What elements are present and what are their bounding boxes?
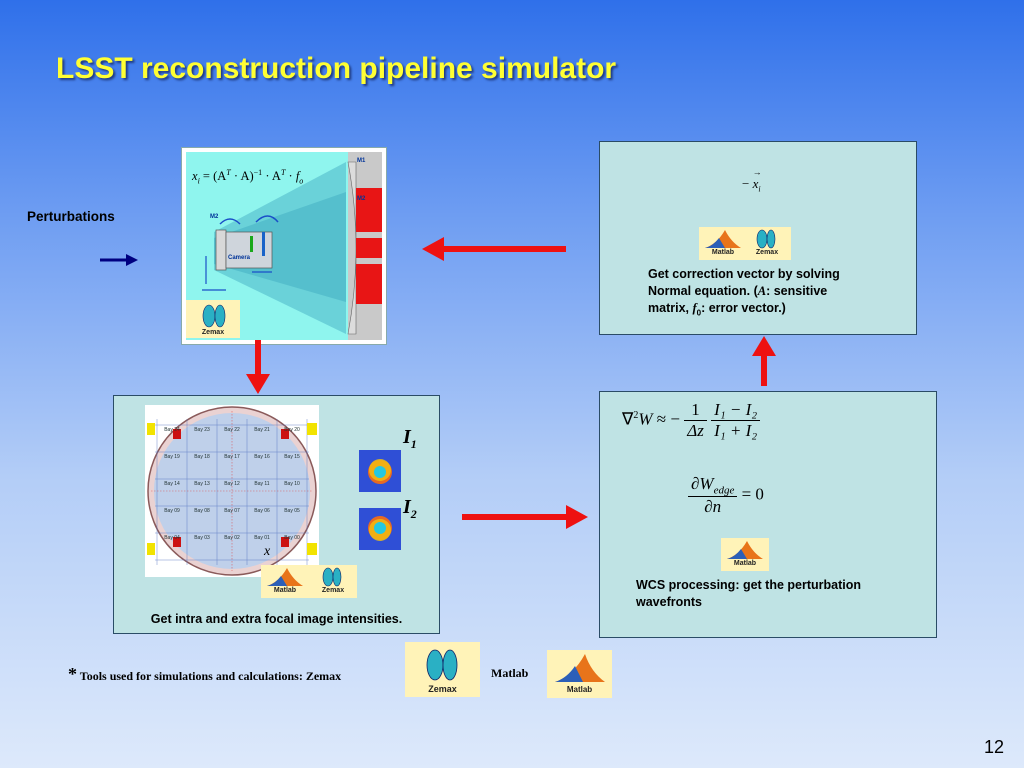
matlab-zemax-logos: Matlab Zemax bbox=[261, 565, 357, 598]
eq-f-subscript: o bbox=[299, 176, 304, 186]
matlab-footer-text: Matlab bbox=[491, 666, 529, 680]
wcs-description: WCS processing: get the perturbation wav… bbox=[636, 577, 926, 611]
focal-plane-raft: Bay 24 bbox=[164, 427, 180, 433]
matlab-logo-large: Matlab bbox=[547, 650, 612, 698]
i2-label: I2 bbox=[403, 496, 417, 521]
eq-mid3: · bbox=[285, 169, 296, 184]
correction-sign: − bbox=[742, 176, 750, 191]
footer-asterisk: * bbox=[68, 664, 77, 684]
focal-plane-raft: Bay 07 bbox=[224, 508, 240, 514]
flow-arrow-down bbox=[246, 340, 270, 394]
eq2-fraction: ∂Wedge∂n bbox=[688, 474, 738, 517]
perturbation-input-arrow-icon bbox=[100, 254, 138, 266]
page-number: 12 bbox=[983, 737, 1004, 757]
matlab-membrane-icon bbox=[705, 230, 741, 248]
least-squares-equation: xi = (AT · A)−1 · AT · fo bbox=[192, 168, 303, 186]
focal-plane-layout: Bay 24 Bay 23 Bay 22 Bay 21 Bay 20 Bay 19 Bay … bbox=[145, 405, 319, 577]
focal-plane-raft: Bay 10 bbox=[284, 481, 300, 487]
correction-desc-line2: Normal equation. (A: sensitive bbox=[648, 284, 828, 298]
focal-plane-raft: Bay 21 bbox=[254, 427, 270, 433]
flow-arrow-up bbox=[752, 336, 776, 386]
focal-plane-raft: Bay 02 bbox=[224, 535, 240, 541]
eq-body: = (A bbox=[202, 169, 227, 184]
tools-footer-text: * Tools used for simulations and calcula… bbox=[68, 664, 341, 685]
focal-plane-raft: Bay 06 bbox=[254, 508, 270, 514]
eq-mid1: · A) bbox=[230, 169, 254, 184]
flow-arrow-right bbox=[462, 505, 588, 529]
focal-plane-raft: Bay 15 bbox=[284, 454, 300, 460]
focal-plane-caption: Get intra and extra focal image intensit… bbox=[150, 612, 403, 626]
focal-plane-raft: Bay 08 bbox=[194, 508, 210, 514]
zemax-logo-large: Zemax bbox=[405, 642, 480, 697]
footer-text: Tools used for simulations and calculati… bbox=[79, 669, 342, 683]
correction-formula: − x→i bbox=[742, 167, 762, 194]
m1-label: M1 bbox=[357, 158, 366, 164]
wcs-equation-2: ∂Wedge∂n = 0 bbox=[688, 474, 764, 517]
matlab-zemax-logos: Matlab Zemax bbox=[699, 227, 791, 260]
flow-arrow-left bbox=[422, 237, 566, 261]
zemax-lens-icon bbox=[756, 229, 776, 249]
correction-desc-line3: matrix, f0: error vector.) bbox=[648, 301, 786, 318]
correction-subscript: i bbox=[758, 184, 761, 194]
matlab-membrane-icon bbox=[555, 654, 605, 682]
eq-x-var: x bbox=[192, 169, 198, 184]
focal-plane-raft: Bay 23 bbox=[194, 427, 210, 433]
eq-transpose-2: T bbox=[280, 168, 286, 177]
matlab-membrane-icon bbox=[267, 568, 303, 586]
focal-plane-raft: Bay 19 bbox=[164, 454, 180, 460]
eq-f-var: f bbox=[295, 169, 300, 184]
slide-title: LSST reconstruction pipeline simulator bbox=[56, 52, 617, 85]
focal-plane-raft: Bay 00 bbox=[284, 535, 300, 541]
i1-label: I1 bbox=[403, 426, 417, 451]
focal-plane-raft: Bay 17 bbox=[224, 454, 240, 460]
focal-plane-raft: Bay 01 bbox=[254, 535, 270, 541]
focal-plane-raft: Bay 14 bbox=[164, 481, 180, 487]
correction-desc-line1: Get correction vector by solving bbox=[648, 267, 840, 281]
camera-label: Camera bbox=[228, 255, 251, 261]
focal-plane-raft: Bay 20 bbox=[284, 427, 300, 433]
wcs-desc-line2: wavefronts bbox=[636, 595, 702, 609]
focal-plane-panel: Bay 24 Bay 23 Bay 22 Bay 21 Bay 20 Bay 19 Bay … bbox=[113, 395, 440, 634]
focal-plane-raft: Bay 03 bbox=[194, 535, 210, 541]
m2-left-label: M2 bbox=[210, 214, 219, 220]
focal-plane-raft: Bay 09 bbox=[164, 508, 180, 514]
zemax-logo: Zemax bbox=[186, 300, 240, 338]
focal-plane-raft: Bay 05 bbox=[284, 508, 300, 514]
focal-plane-raft: Bay 16 bbox=[254, 454, 270, 460]
zemax-lens-icon bbox=[322, 567, 342, 587]
focal-plane-grid bbox=[147, 406, 317, 576]
focal-plane-raft: Bay 13 bbox=[194, 481, 210, 487]
extra-focal-image bbox=[359, 508, 401, 550]
focal-plane-raft: Bay 12 bbox=[224, 481, 240, 487]
correction-vector-panel: − x→i Matlab Zemax Get correction vector… bbox=[599, 141, 917, 335]
eq-inverse: −1 bbox=[253, 168, 263, 177]
focal-plane-raft: Bay 04 bbox=[164, 535, 180, 541]
zemax-lens-icon bbox=[202, 304, 226, 328]
perturbations-label: Perturbations bbox=[27, 209, 115, 224]
matlab-logo: Matlab bbox=[721, 538, 769, 571]
m2-right-label: M2 bbox=[357, 196, 366, 202]
matlab-membrane-icon bbox=[727, 541, 763, 559]
x-axis-label: x bbox=[264, 544, 271, 559]
zemax-lens-icon bbox=[426, 649, 458, 681]
intra-focal-image bbox=[359, 450, 401, 492]
focal-plane-raft: Bay 22 bbox=[224, 427, 240, 433]
eq-transpose-1: T bbox=[226, 168, 231, 177]
correction-description: Get correction vector by solving Normal … bbox=[648, 266, 908, 322]
wcs-desc-line1: WCS processing: get the perturbation bbox=[636, 578, 862, 592]
focal-plane-raft: Bay 11 bbox=[254, 481, 270, 487]
optics-diagram-panel: xi = (AT · A)−1 · AT · fo M1 M2 M2 Camer… bbox=[181, 147, 387, 345]
focal-plane-raft: Bay 18 bbox=[194, 454, 210, 460]
correction-x: x→ bbox=[752, 167, 762, 191]
telescope-optics-diagram bbox=[186, 152, 382, 340]
eq-mid2: · A bbox=[262, 169, 281, 184]
eq-x-subscript: i bbox=[197, 176, 200, 186]
